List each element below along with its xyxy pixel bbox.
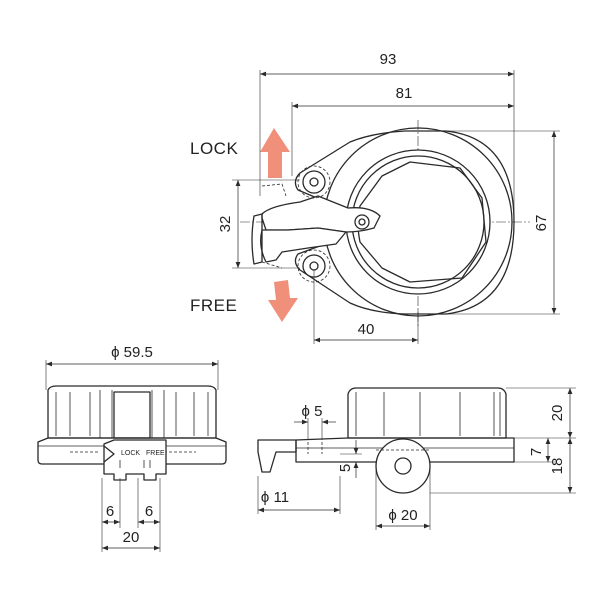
- dim-inner-width: 81: [396, 85, 413, 102]
- front-body-top: [47, 385, 217, 439]
- top-view: LOCK FREE 93 81 67 32 40: [190, 51, 560, 344]
- pivot-pin-top: [309, 177, 319, 187]
- dim-body-height: 20: [549, 405, 566, 422]
- dim-wheel-diameter: ϕ 20: [388, 507, 417, 524]
- side-view: ϕ 5 5 ϕ 11 ϕ 20 20 7 18: [257, 387, 576, 530]
- free-arrow: [268, 280, 298, 322]
- lever-lower: [260, 227, 347, 263]
- front-free-label: FREE: [146, 450, 165, 457]
- pivot-hole-top: [302, 170, 326, 194]
- dim-slot-right: 6: [145, 503, 153, 520]
- dim-total-height: 18: [549, 458, 566, 475]
- side-body-top: [347, 387, 507, 439]
- free-label: FREE: [190, 296, 237, 315]
- lever-pivot-pin: [358, 218, 366, 226]
- front-view: ϕ 59.5 LOCK FREE 6 6: [37, 344, 227, 552]
- lock-label: LOCK: [190, 139, 238, 158]
- pivot-hidden-top: [297, 165, 331, 199]
- lever-pivot: [354, 214, 370, 230]
- dim-handle-spread: 32: [217, 216, 234, 233]
- dim-body-diameter: ϕ 59.5: [111, 344, 153, 361]
- dim-slot-total: 20: [123, 529, 140, 546]
- dim-center-offset: 40: [358, 321, 375, 338]
- lever-hidden-outline: [261, 183, 287, 269]
- dim-slot-left: 6: [106, 503, 114, 520]
- lever-upper: [261, 195, 381, 233]
- dim-pin-offset: 5: [337, 464, 354, 472]
- side-wheel-hub: [394, 457, 412, 475]
- dim-flange-height: 7: [528, 448, 545, 456]
- lock-arrow: [260, 128, 290, 178]
- lever-grip-tab: [251, 213, 263, 265]
- pivot-hidden-bottom: [297, 249, 331, 283]
- side-wheel: [375, 438, 431, 494]
- front-center-cap: [113, 391, 151, 439]
- front-lock-label: LOCK: [121, 450, 140, 457]
- side-lever-tab: [257, 439, 297, 473]
- front-lever: [103, 439, 167, 481]
- dim-hole-diameter: ϕ 11: [261, 489, 289, 506]
- dim-pin-diameter: ϕ 5: [302, 403, 323, 420]
- dim-overall-width: 93: [380, 51, 397, 68]
- dim-height: 67: [533, 215, 550, 232]
- front-flange: [37, 437, 227, 465]
